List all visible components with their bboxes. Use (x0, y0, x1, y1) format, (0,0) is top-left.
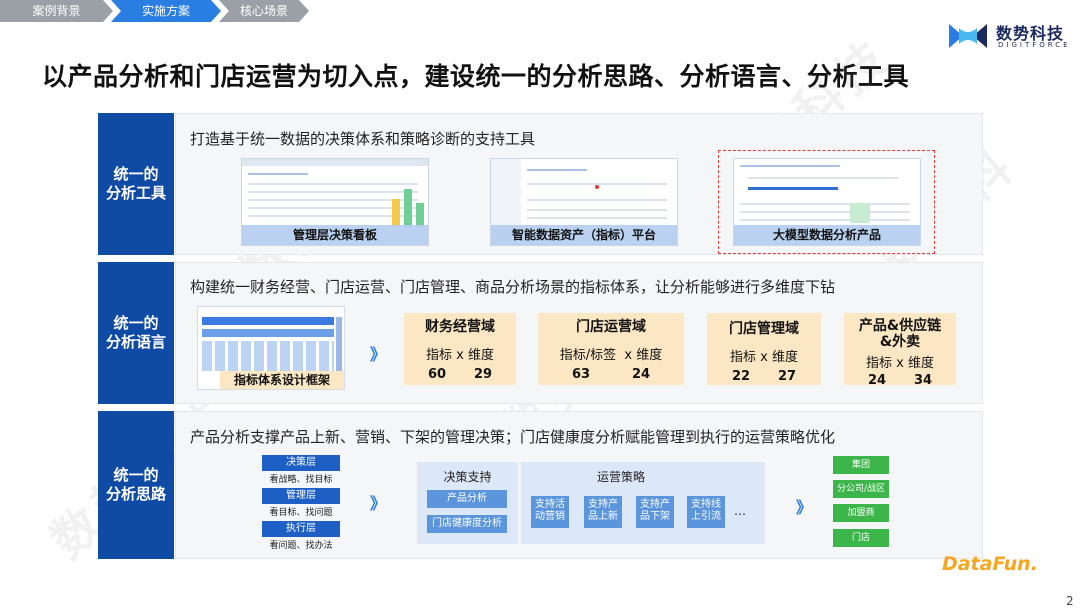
metric-count: 60 (427, 367, 447, 382)
row-label-line: 统一的 (113, 314, 159, 332)
metric-count: 22 (731, 369, 751, 384)
metrics-platform-caption: 智能数据资产（指标）平台 (491, 225, 677, 245)
domain-x: x (624, 348, 633, 363)
ops-more: … (734, 504, 746, 518)
row-label-line: 分析工具 (105, 184, 166, 202)
metric-framework-image: 指标体系设计框架 (197, 306, 345, 390)
domain-left: 指标 (865, 356, 892, 371)
domain-left: 指标 (729, 350, 756, 365)
language-heading: 构建统一财务经营、门店运营、门店管理、商品分析场景的指标体系，让分析能够进行多维… (190, 278, 836, 296)
row-label-line: 统一的 (113, 165, 159, 183)
breadcrumb-core-scenarios[interactable]: 核心场景 (219, 0, 309, 22)
decision-support-title: 决策支持 (443, 470, 492, 484)
domain-title: 财务经营域 (425, 319, 495, 335)
logo-name: 数势科技 (996, 24, 1065, 43)
dimension-count: 34 (913, 373, 933, 388)
logo-subtitle: DIGITFORCE (998, 41, 1071, 49)
target-store: 门店 (833, 529, 889, 547)
page-number: 2 (1066, 594, 1074, 608)
row-label-line: 分析语言 (105, 333, 166, 351)
domain-title: 门店管理域 (729, 321, 799, 337)
domain-right: 维度 (636, 348, 663, 363)
layer-management-desc: 看目标、找问题 (269, 508, 333, 518)
domain-x: x (896, 356, 904, 371)
row-label-line: 分析思路 (105, 485, 166, 503)
metric-count: 24 (867, 373, 887, 388)
domain-x: x (456, 348, 464, 363)
domain-title: 产品&供应链&外卖 (858, 318, 942, 350)
domain-left: 指标 (425, 348, 452, 363)
row-label-line: 统一的 (113, 466, 159, 484)
domain-right: 维度 (907, 356, 934, 371)
breadcrumb-implementation[interactable]: 实施方案 (111, 0, 221, 22)
dimension-count: 29 (473, 367, 493, 382)
ops-item: 支持产品下架 (636, 496, 674, 528)
row-label-language: 统一的 分析语言 (98, 262, 174, 404)
digitforce-logo-icon (949, 24, 987, 48)
framework-caption: 指标体系设计框架 (220, 371, 344, 389)
domain-finance: 财务经营域 指标 x 维度 60 29 (404, 313, 516, 385)
row-label-thinking: 统一的 分析思路 (98, 411, 174, 559)
target-franchisee: 加盟商 (833, 504, 889, 522)
layer-execution: 执行层 (262, 521, 340, 537)
domain-right: 维度 (771, 350, 798, 365)
dimension-count: 24 (631, 367, 651, 382)
row-label-tools: 统一的 分析工具 (98, 113, 174, 255)
ops-item: 支持线上引流 (687, 496, 725, 528)
product-analysis-chip: 产品分析 (427, 490, 507, 508)
datafun-logo: DataFun. (942, 553, 1038, 575)
domain-store-ops: 门店运营域 指标/标签 x 维度 63 24 (538, 313, 684, 385)
page-title: 以产品分析和门店运营为切入点，建设统一的分析思路、分析语言、分析工具 (42, 62, 910, 91)
thinking-heading: 产品分析支撑产品上新、营销、下架的管理决策；门店健康度分析赋能管理到执行的运营策… (190, 428, 836, 446)
domain-product-supply: 产品&供应链&外卖 指标 x 维度 24 34 (844, 313, 956, 388)
domain-x: x (760, 350, 768, 365)
ops-item: 支持产品上新 (584, 496, 622, 528)
dashboard-caption: 管理层决策看板 (242, 225, 428, 245)
layer-decision-desc: 看战略、找目标 (269, 475, 333, 485)
highlight-frame (718, 150, 935, 254)
ops-strategy-title: 运营策略 (596, 470, 645, 484)
tools-heading: 打造基于统一数据的决策体系和策略诊断的支持工具 (190, 130, 536, 148)
dimension-count: 27 (777, 369, 797, 384)
breadcrumb-case-background[interactable]: 案例背景 (0, 0, 113, 22)
arrow-icon: 》 (370, 494, 387, 513)
arrow-icon: 》 (370, 345, 387, 364)
layer-decision: 决策层 (262, 455, 340, 471)
store-health-chip: 门店健康度分析 (427, 515, 507, 533)
domain-left: 指标/标签 (559, 348, 617, 363)
ops-item: 支持活动营销 (531, 496, 569, 528)
target-branch: 分公司/战区 (833, 480, 889, 498)
metrics-platform-screenshot: 智能数据资产（指标）平台 (490, 158, 678, 246)
metric-count: 63 (571, 367, 591, 382)
domain-store-mgmt: 门店管理域 指标 x 维度 22 27 (707, 313, 821, 385)
domain-right: 维度 (467, 348, 494, 363)
dashboard-screenshot: 管理层决策看板 (241, 158, 429, 246)
llm-analytics-caption: 大模型数据分析产品 (734, 225, 920, 245)
target-group: 集团 (833, 456, 889, 474)
llm-analytics-screenshot: 大模型数据分析产品 (733, 158, 921, 246)
layer-execution-desc: 看问题、找办法 (269, 541, 333, 551)
layer-management: 管理层 (262, 488, 340, 504)
domain-title: 门店运营域 (576, 319, 646, 335)
arrow-icon: 》 (796, 498, 813, 517)
